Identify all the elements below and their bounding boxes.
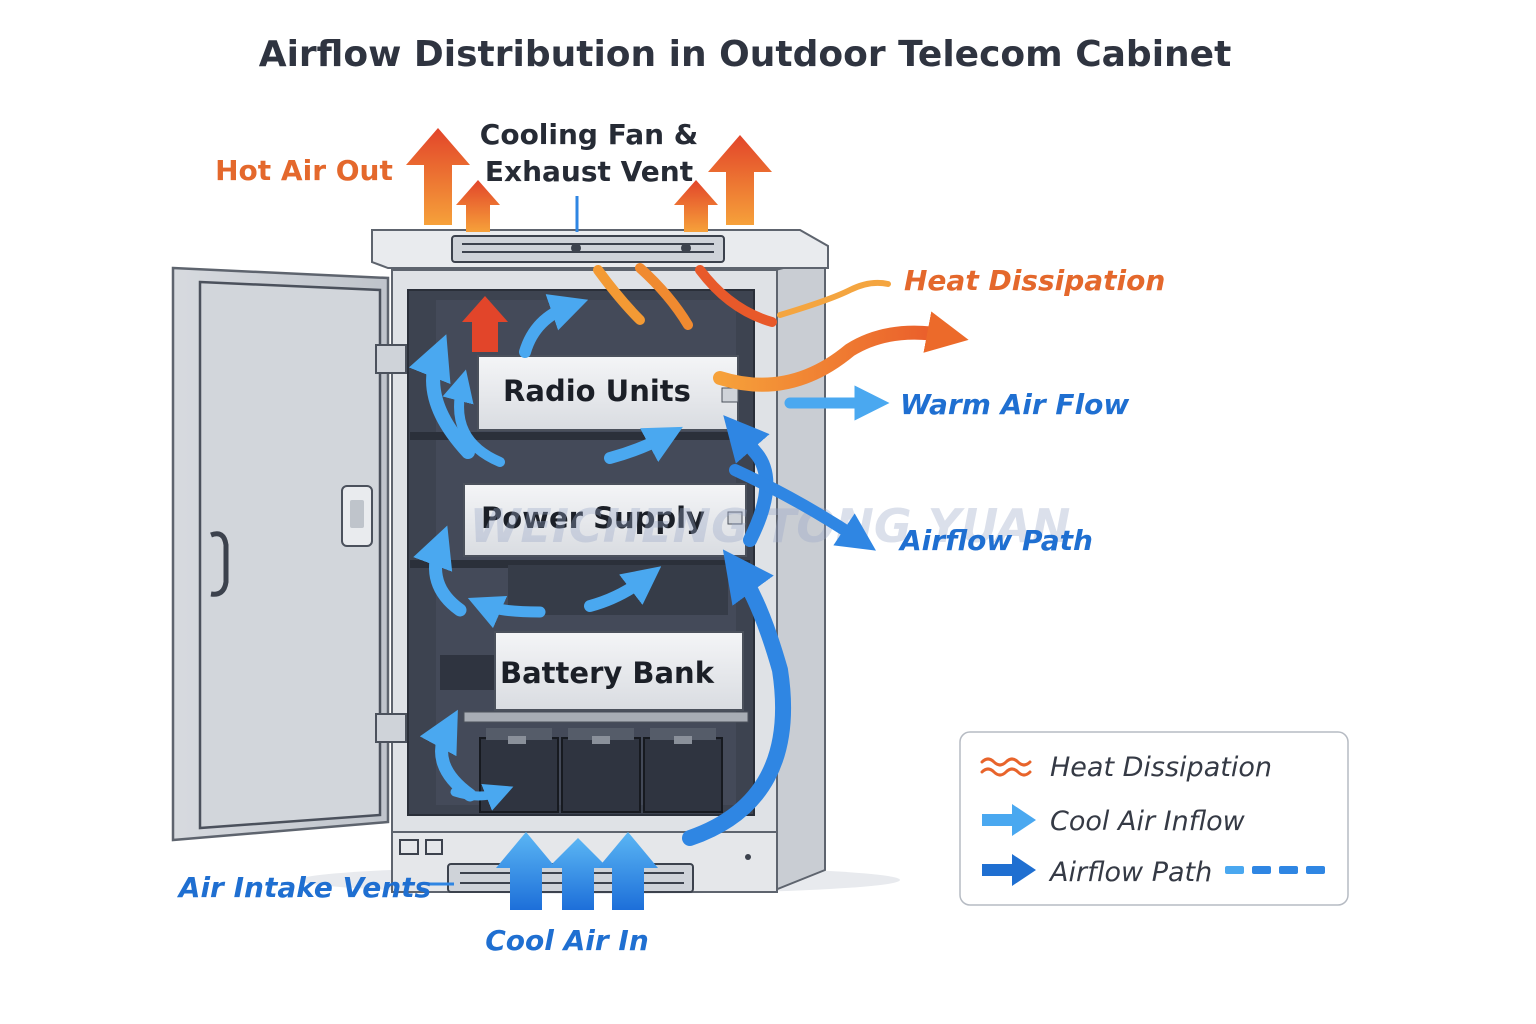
- door-handle-icon[interactable]: [210, 531, 229, 597]
- cabinet-door[interactable]: [171, 266, 407, 842]
- watermark: WEICHENG TONG YUAN: [470, 499, 1071, 553]
- battery-bank-box: Battery Bank: [494, 631, 744, 711]
- cooling-fan-label-line2: Exhaust Vent: [485, 155, 693, 188]
- battery-bank-label: Battery Bank: [500, 656, 715, 690]
- battery-cells: [479, 728, 723, 813]
- hot-air-out-label: Hot Air Out: [215, 154, 393, 187]
- legend-heat-dissipation: Heat Dissipation: [1050, 752, 1272, 783]
- exhaust-vent: [451, 196, 725, 263]
- airflow-arrow-icon: [982, 854, 1036, 886]
- heat-dissipation-label: Heat Dissipation: [904, 264, 1165, 297]
- hot-air-arrows: [406, 128, 772, 352]
- heat-wave-icon: [980, 757, 1032, 777]
- internal-airflow-arrows: [408, 294, 876, 846]
- radio-units-label: Radio Units: [503, 374, 691, 408]
- cool-air-in-arrows: [496, 832, 658, 910]
- air-intake-vents-label: Air Intake Vents: [177, 871, 431, 904]
- legend-cool-air-inflow: Cool Air Inflow: [1050, 806, 1246, 837]
- legend: Heat Dissipation Cool Air Inflow Airflow…: [959, 731, 1349, 906]
- cool-arrow-icon: [982, 804, 1036, 836]
- cooling-fan-label-line1: Cooling Fan &: [480, 118, 698, 151]
- warm-air-flow-label: Warm Air Flow: [900, 388, 1129, 421]
- power-supply-label: Power Supply: [481, 501, 705, 535]
- radio-units-box: Radio Units: [477, 355, 739, 431]
- cool-air-in-label: Cool Air In: [485, 924, 649, 957]
- dashed-line-icon: [1225, 866, 1325, 874]
- power-supply-box: Power Supply: [463, 483, 747, 557]
- internal-heat-flows: [593, 263, 969, 392]
- airflow-path-label: Airflow Path: [898, 524, 1093, 557]
- diagram-title: Airflow Distribution in Outdoor Telecom …: [259, 34, 1232, 75]
- legend-airflow-path: Airflow Path: [1048, 857, 1212, 888]
